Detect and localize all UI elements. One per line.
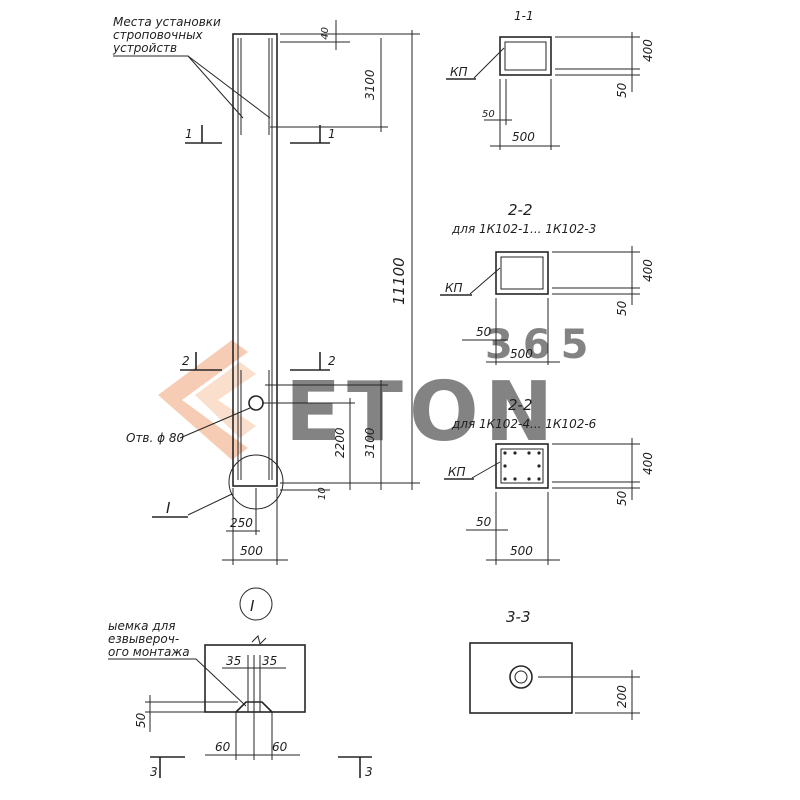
section-2-2b-dim-cover-side: 50 (615, 490, 629, 506)
detail-I-dim-50: 50 (134, 712, 148, 728)
lifting-note-leader-2 (187, 55, 271, 119)
detail-I-dim-35-right: 35 (262, 654, 277, 668)
detail-I-break-mark (251, 635, 267, 645)
section-2-2a-subtitle: для 1К102-1... 1К102-3 (451, 222, 596, 236)
section-1-1-dim-cover-bottom: 50 (482, 109, 495, 120)
section-2-2a-dim-cover-side: 50 (615, 300, 629, 316)
lifting-note-leader (113, 55, 244, 119)
cut-2-left-label: 2 (182, 354, 190, 368)
detail-I-body (204, 644, 306, 713)
detail-I-title-circle (239, 587, 273, 621)
section-1-1-dim-height: 400 (641, 39, 655, 62)
section-3-3-hole-outer (509, 665, 533, 689)
cut-1-left-label: 1 (185, 127, 193, 141)
section-2-2a-dim-cover-bottom: 50 (476, 325, 492, 339)
section-2-2b-inner (500, 448, 544, 484)
column-elevation: Места установки строповочных устройств 4… (112, 15, 420, 565)
cut-1-right-label: 1 (328, 127, 336, 141)
detail-I-dim-60-right: 60 (272, 740, 288, 754)
section-2-2b-subtitle: для 1К102-4... 1К102-6 (451, 417, 597, 431)
section-1-1: 1-1 400 50 КП 50 500 (446, 9, 655, 150)
section-3-3-dim-200: 200 (615, 685, 629, 708)
section-2-2b-dim-width: 500 (510, 544, 533, 558)
hole-circle (248, 395, 264, 411)
section-3-3-title: 3-3 (506, 608, 531, 626)
lifting-note-line-2: строповочных (113, 28, 204, 42)
section-1-1-dim-cover-side: 50 (615, 82, 629, 98)
section-2-2b-kp-leader (471, 461, 501, 479)
section-1-1-kp-label: КП (450, 65, 468, 79)
detail-I-dim-35-left: 35 (226, 654, 241, 668)
section-1-1-title: 1-1 (514, 9, 534, 23)
hole-leader (179, 407, 251, 439)
section-2-2a-inner (500, 256, 544, 290)
section-1-1-kp-leader (473, 47, 505, 79)
watermark-number: 365 (485, 322, 599, 368)
hole-label: Отв. ϕ 80 (126, 431, 185, 445)
detail-callout-leader (187, 493, 233, 516)
section-2-2a-kp-leader (469, 267, 501, 295)
dim-total-label: 11100 (390, 257, 408, 305)
section-2-2b-kp-label: КП (448, 465, 466, 479)
section-1-1-outline (499, 36, 552, 76)
cut-2-right-label: 2 (328, 354, 336, 368)
section-2-2a-title: 2-2 (508, 201, 533, 219)
section-2-2b-dim-height: 400 (641, 452, 655, 475)
section-3-3-outline (469, 642, 573, 714)
detail-I-note-leader (108, 658, 247, 707)
section-1-1-inner (504, 41, 547, 71)
section-2-2-a: 2-2 для 1К102-1... 1К102-3 400 50 КП 50 … (440, 201, 655, 365)
dim-hole-label: 2200 (333, 427, 347, 458)
section-2-2a-dim-height: 400 (641, 259, 655, 282)
detail-I-note-line-2: езвывероч- (108, 632, 179, 646)
dim-half-label: 250 (230, 516, 253, 530)
dim-width-label: 500 (240, 544, 263, 558)
dim-lower-label: 3100 (363, 427, 377, 458)
section-2-2a-dim-width: 500 (510, 347, 533, 361)
watermark: 365 ETON (158, 322, 599, 460)
section-2-2b-rebars (503, 451, 541, 481)
detail-I-title: I (250, 597, 255, 615)
column-outline (232, 33, 278, 487)
section-2-2b-title: 2-2 (508, 396, 533, 414)
detail-I-cut-3-right: 3 (365, 765, 373, 779)
dim-upper-label: 3100 (363, 69, 377, 100)
section-3-3-hole-inner (514, 670, 528, 684)
section-2-2b-dim-cover-bottom: 50 (476, 515, 492, 529)
section-2-2b-outline (495, 443, 549, 489)
detail-I-note-line-1: ыемка для (108, 619, 176, 633)
dim-top-label: 40 (320, 27, 331, 40)
detail-I-dim-60-left: 60 (215, 740, 231, 754)
detail-callout-label: I (166, 499, 171, 517)
lifting-note-line-3: устройств (112, 41, 177, 55)
lifting-note-line-1: Места установки (113, 15, 221, 29)
detail-I-cut-3-left: 3 (150, 765, 158, 779)
section-1-1-dim-width: 500 (512, 130, 535, 144)
detail-I: I ыемка для езвывероч- ого монтажа 35 35… (108, 587, 373, 779)
section-2-2a-kp-label: КП (445, 281, 463, 295)
dim-bottom-label: 10 (317, 487, 328, 500)
section-2-2a-outline (495, 251, 549, 295)
section-2-2-b: 2-2 для 1К102-4... 1К102-6 400 50 КП 50 … (444, 396, 655, 565)
section-3-3: 3-3 200 (469, 608, 640, 720)
detail-I-note-line-3: ого монтажа (108, 645, 190, 659)
